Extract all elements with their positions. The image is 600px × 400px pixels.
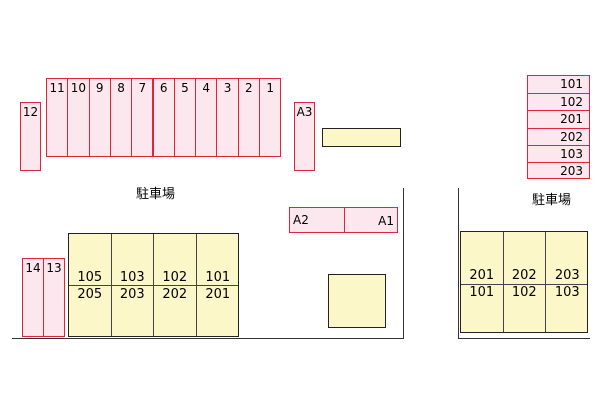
parking-stall-14: 14 xyxy=(22,258,44,337)
parking-stall-9: 9 xyxy=(88,78,111,157)
stall-label: A2 xyxy=(293,213,309,227)
unit-number-upper: 203 xyxy=(554,268,580,283)
unit-number-upper: 102 xyxy=(162,270,188,285)
unit-number-upper: 103 xyxy=(119,270,145,285)
parking-stall-10: 10 xyxy=(67,78,90,157)
mailbox-row-103: 103 xyxy=(528,144,589,162)
parking-stall-8: 8 xyxy=(109,78,133,157)
unit-number-lower: 205 xyxy=(77,287,103,302)
stall-label: 13 xyxy=(46,261,62,275)
stall-label: A1 xyxy=(378,214,394,228)
parking-stall-a2: A2 xyxy=(289,207,345,233)
mailbox-row-101: 101 xyxy=(560,77,583,91)
stall-label: 5 xyxy=(181,81,189,95)
stall-label: 3 xyxy=(223,81,232,95)
stall-label: 14 xyxy=(25,261,41,275)
parking-stall-3: 3 xyxy=(216,78,239,157)
parking-stall-2: 2 xyxy=(237,78,260,157)
parking-stall-11: 11 xyxy=(46,78,69,157)
parking-stall-a3: A3 xyxy=(294,102,315,171)
mailbox-row-203: 203 xyxy=(528,162,589,179)
unit-number-lower: 201 xyxy=(205,287,231,302)
parking-label-left: 駐車場 xyxy=(136,187,176,202)
mailbox-row-202: 202 xyxy=(528,127,589,145)
unit-number-lower: 103 xyxy=(554,285,580,300)
unit-number-upper: 105 xyxy=(77,270,103,285)
mailbox-row-102: 102 xyxy=(528,93,589,110)
floor-divider xyxy=(461,284,587,285)
unit-number-lower: 202 xyxy=(162,287,188,302)
unit-number-upper: 101 xyxy=(205,270,231,285)
parking-stall-6: 6 xyxy=(152,78,175,157)
unit-number-lower: 101 xyxy=(469,285,495,300)
stall-label: 7 xyxy=(138,81,147,95)
unit-number-lower: 203 xyxy=(119,287,145,302)
stall-label: 10 xyxy=(70,81,87,95)
parking-stall-4: 4 xyxy=(195,78,218,157)
stall-label: 8 xyxy=(117,81,125,95)
stall-label: 11 xyxy=(49,81,65,95)
stall-label: 1 xyxy=(266,81,274,95)
parking-stall-a1: A1 xyxy=(344,207,398,233)
unit-number-upper: 201 xyxy=(469,268,495,283)
parking-label-right: 駐車場 xyxy=(532,193,572,208)
ground-line-left xyxy=(12,338,404,339)
mailbox-row-201: 201 xyxy=(528,110,589,127)
parking-stall-7: 7 xyxy=(131,78,154,157)
parking-stall-5: 5 xyxy=(173,78,197,157)
boundary-line-left xyxy=(403,188,404,339)
parking-stall-13: 13 xyxy=(43,258,65,337)
ground-line-right xyxy=(458,338,590,339)
structure-square xyxy=(328,274,386,328)
stall-label: 6 xyxy=(159,81,168,95)
stall-label: 9 xyxy=(95,81,104,95)
parking-stall-1: 1 xyxy=(259,78,282,157)
stall-label: 4 xyxy=(202,81,211,95)
unit-number-lower: 102 xyxy=(511,285,537,300)
unit-number-upper: 202 xyxy=(511,268,537,283)
parking-stall-12: 12 xyxy=(20,102,41,171)
boundary-line-right xyxy=(458,188,459,339)
structure-bar xyxy=(322,128,401,147)
stall-label: 12 xyxy=(22,105,39,119)
stall-label: A3 xyxy=(296,105,313,119)
stall-label: 2 xyxy=(245,81,253,95)
